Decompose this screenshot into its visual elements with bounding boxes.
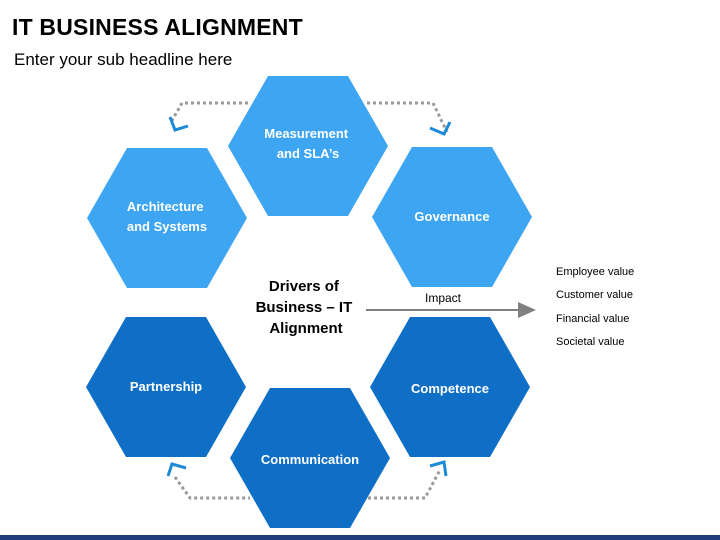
svg-text:Communication: Communication [261,452,359,467]
value-item-employee: Employee value [556,266,635,278]
connector-bottom-right [368,469,442,500]
hexagon-partnership: Partnership [86,317,246,457]
hexagon-competence: Competence [370,317,530,457]
hexagon-label-line: Partnership [130,379,202,394]
center-label-line: Alignment [269,320,342,337]
svg-text:Measurement and SLA’s: Measurement and SLA’s [264,126,351,161]
hexagon-label-line: and SLA’s [277,146,339,161]
hexagon-label-line: Architecture [127,199,204,214]
impact-label: Impact [425,291,462,305]
connector-top-right [367,101,449,133]
center-label-line: Business – IT [256,299,353,316]
hexagon-measurement: Measurement and SLA’s [228,76,388,216]
svg-text:Partnership: Partnership [130,379,202,394]
footer-bar [0,535,720,540]
hexagon-governance: Governance [372,147,532,287]
svg-text:Competence: Competence [411,381,489,396]
hexagon-label-line: and Systems [127,219,207,234]
svg-text:Architecture and Systems: Architecture and Systems [127,199,207,234]
hexagon-label-line: Governance [414,209,489,224]
hexagon-label-line: Measurement [264,126,348,141]
arrowhead-top-left [168,116,189,132]
connector-top-left [168,101,248,125]
page-title: IT BUSINESS ALIGNMENT [12,14,303,40]
page-subtitle: Enter your sub headline here [14,50,233,69]
arrowhead-bottom-left [166,462,187,477]
hexagon-communication: Communication [230,388,390,528]
center-label: Drivers of Business – IT Alignment [256,278,357,337]
value-list: Employee value Customer value Financial … [556,265,634,358]
value-item-financial: Financial value [556,312,630,325]
value-item-customer: Customer value [556,289,634,302]
value-item-societal: Societal value [556,335,625,348]
hexagon-label-line: Competence [411,381,489,396]
center-label-line: Drivers of [269,278,340,295]
connector-bottom-left [173,476,250,500]
hexagon-architecture: Architecture and Systems [87,148,247,288]
hexagon-label-line: Communication [261,452,359,467]
arrowhead-top-right [429,121,452,136]
svg-text:Governance: Governance [414,209,489,224]
arrowhead-bottom-right [429,460,448,477]
